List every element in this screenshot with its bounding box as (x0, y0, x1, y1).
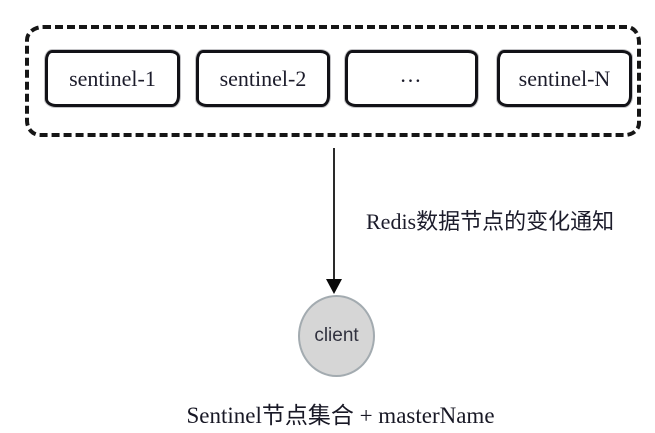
client-node: client (298, 295, 375, 377)
arrow-label: Redis数据节点的变化通知 (366, 209, 615, 234)
arrow-line (333, 148, 335, 281)
caption: Sentinel节点集合 + masterName (186, 403, 495, 428)
client-node-label: client (314, 325, 359, 346)
sentinel-box-1: sentinel-1 (45, 50, 180, 107)
sentinel-box-ellipsis-label: … (399, 61, 424, 87)
sentinel-group-container: sentinel-1 sentinel-2 … sentinel-N (25, 25, 641, 137)
sentinel-box-n: sentinel-N (497, 50, 632, 107)
sentinel-box-2: sentinel-2 (196, 50, 330, 107)
sentinel-box-1-label: sentinel-1 (69, 65, 156, 91)
sentinel-box-n-label: sentinel-N (518, 65, 611, 91)
arrow-head-icon (326, 279, 342, 294)
sentinel-box-2-label: sentinel-2 (219, 65, 307, 91)
sentinel-box-ellipsis: … (345, 50, 478, 107)
